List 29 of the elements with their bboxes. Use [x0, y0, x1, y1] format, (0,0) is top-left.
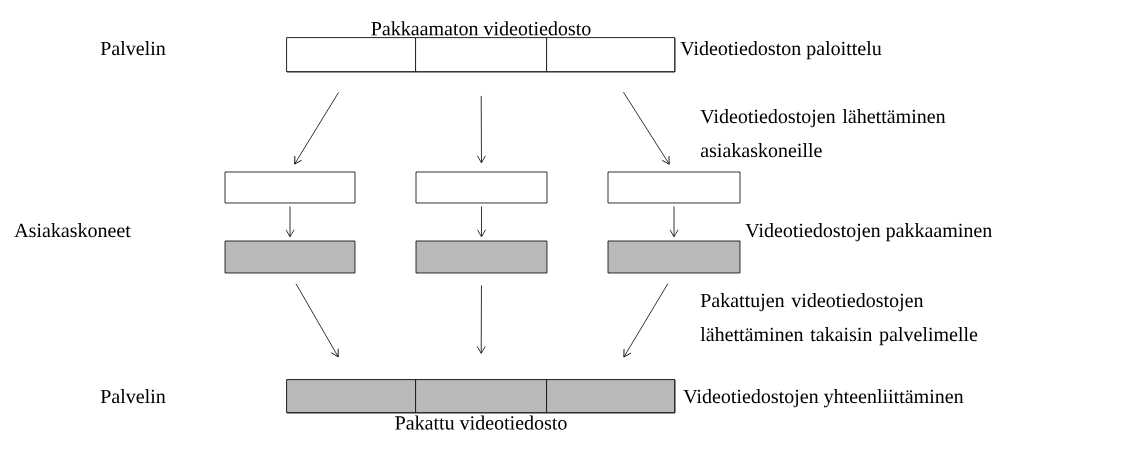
- side-label: Videotiedostojen pakkaaminen: [745, 223, 992, 242]
- node-label: Pakattu videotiedosto: [395, 415, 567, 430]
- arrow: [294, 92, 339, 165]
- arrow: [623, 91, 670, 165]
- side-label: Palvelin: [100, 41, 166, 56]
- box: [415, 171, 548, 204]
- box: [224, 240, 356, 274]
- box: [415, 379, 547, 413]
- side-label: Pakattujen videotiedostojen lähettäminen takaisin palvelimelle: [700, 293, 978, 346]
- box: [286, 379, 416, 413]
- side-label: Palvelin: [100, 389, 166, 404]
- arrow: [476, 285, 486, 354]
- arrow: [477, 206, 486, 238]
- arrow: [285, 206, 295, 238]
- box: [415, 37, 547, 72]
- box: [546, 37, 675, 72]
- box: [224, 171, 356, 204]
- side-label: Videotiedostojen lähettäminen asiakaskoneille: [700, 109, 946, 158]
- arrow: [623, 283, 669, 358]
- box: [607, 240, 741, 274]
- arrow: [477, 95, 486, 164]
- arrow: [669, 206, 679, 238]
- box: [286, 37, 416, 72]
- box: [415, 240, 548, 274]
- box: [607, 171, 741, 204]
- arrow: [295, 283, 339, 358]
- node-label: Pakkaamaton videotiedosto: [371, 21, 591, 36]
- box: [546, 379, 675, 413]
- side-label: Asiakaskoneet: [14, 223, 131, 238]
